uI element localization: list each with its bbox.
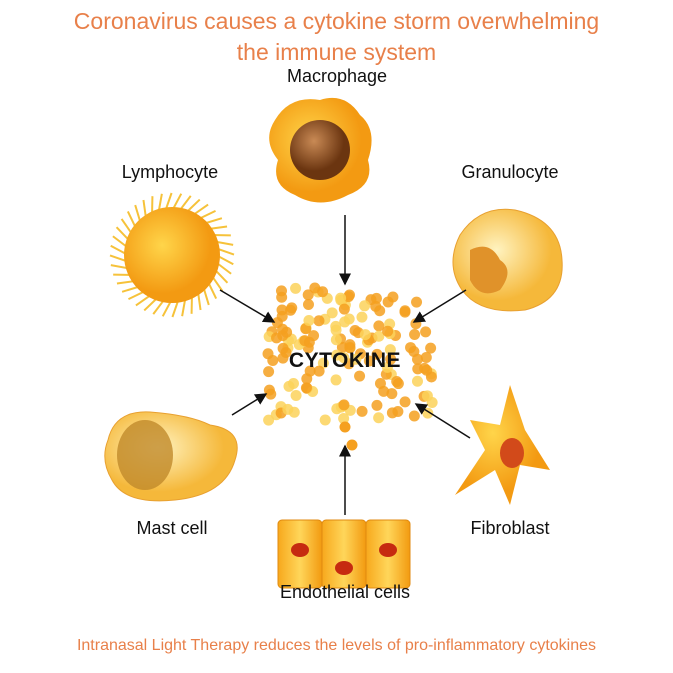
cytokine-dot bbox=[381, 361, 393, 373]
cytokine-dot bbox=[399, 306, 411, 318]
cytokine-dot bbox=[420, 326, 432, 338]
cytokine-dot bbox=[288, 406, 300, 418]
cytokine-dot bbox=[283, 380, 295, 392]
cytokine-dot bbox=[387, 291, 399, 303]
cytokine-dot bbox=[338, 352, 350, 364]
cytokine-dot bbox=[371, 348, 383, 360]
title-line-1: Coronavirus causes a cytokine storm over… bbox=[73, 8, 600, 34]
cytokine-dot bbox=[271, 317, 283, 329]
mast-cell bbox=[104, 411, 238, 502]
label-endothelial: Endothelial cells bbox=[279, 582, 411, 602]
cytokine-dot bbox=[326, 307, 338, 319]
cytokine-dot bbox=[290, 389, 302, 401]
cytokine-dot bbox=[338, 399, 350, 411]
label-macrophage: Macrophage bbox=[286, 66, 388, 86]
cytokine-dot bbox=[419, 362, 431, 374]
cytokine-dot bbox=[302, 289, 314, 301]
cytokine-dot bbox=[409, 329, 421, 341]
cytokine-dot bbox=[354, 370, 366, 382]
cytokine-dot bbox=[412, 353, 424, 365]
cytokine-dot bbox=[299, 335, 311, 347]
granulocyte-cell bbox=[452, 208, 563, 312]
cytokine-dot bbox=[359, 300, 371, 312]
cytokine-dot bbox=[359, 329, 371, 341]
cytokine-dot bbox=[373, 320, 385, 332]
label-fibroblast: Fibroblast bbox=[470, 518, 550, 538]
cytokine-dot bbox=[391, 376, 403, 388]
cytokine-dot bbox=[302, 298, 314, 310]
cytokine-dot bbox=[421, 390, 433, 402]
cytokine-dot bbox=[313, 365, 325, 377]
cytokine-dot bbox=[290, 282, 302, 294]
cytokine-dot bbox=[262, 348, 274, 360]
cytokine-dot bbox=[300, 382, 312, 394]
cytokine-dot bbox=[384, 344, 396, 356]
cytokine-dot bbox=[356, 311, 368, 323]
cytokine-dot bbox=[330, 374, 342, 386]
cytokine-dot bbox=[349, 325, 361, 337]
footer-text: Intranasal Light Therapy reduces the lev… bbox=[76, 637, 597, 654]
macrophage-cell bbox=[269, 97, 372, 203]
cytokine-dot bbox=[382, 325, 394, 337]
cytokine-cluster bbox=[262, 282, 438, 451]
cytokine-dot bbox=[363, 355, 375, 367]
cytokine-dot bbox=[276, 291, 288, 303]
cytokine-dot bbox=[339, 316, 351, 328]
cytokine-dot bbox=[344, 342, 356, 354]
cytokine-dot bbox=[408, 410, 420, 422]
cytokine-dot bbox=[411, 296, 423, 308]
cytokine-dot bbox=[339, 421, 351, 433]
cytokine-dot bbox=[346, 439, 358, 451]
cytokine-dot bbox=[371, 399, 383, 411]
cytokine-dot bbox=[399, 396, 411, 408]
cytokine-dot bbox=[263, 366, 275, 378]
cytokine-dot bbox=[411, 375, 423, 387]
cytokine-dot bbox=[263, 414, 275, 426]
lymphocyte-cell bbox=[109, 192, 235, 318]
cytokine-dot bbox=[405, 342, 417, 354]
label-granulocyte: Granulocyte bbox=[461, 162, 559, 182]
cytokine-dot bbox=[319, 414, 331, 426]
cytokine-dot bbox=[265, 388, 277, 400]
cytokine-dot bbox=[420, 351, 432, 363]
arrows bbox=[219, 215, 471, 515]
cytokine-dot bbox=[425, 342, 437, 354]
cytokine-dot bbox=[374, 305, 386, 317]
cytokine-dot bbox=[277, 342, 289, 354]
cytokine-dot bbox=[309, 282, 321, 294]
cytokine-dot bbox=[330, 334, 342, 346]
title-line-2: the immune system bbox=[236, 39, 437, 65]
cytokine-dot bbox=[338, 303, 350, 315]
cytokine-dot bbox=[386, 407, 398, 419]
cytokine-dot bbox=[303, 314, 315, 326]
cytokine-dot bbox=[410, 318, 422, 330]
label-lymphocyte: Lymphocyte bbox=[121, 162, 219, 182]
cytokine-dot bbox=[277, 352, 289, 364]
endothelial-cells bbox=[277, 519, 411, 589]
cytokine-dot bbox=[350, 353, 362, 365]
cytokine-dot bbox=[335, 292, 347, 304]
cytokine-dot bbox=[286, 302, 298, 314]
fibroblast-cell bbox=[455, 385, 550, 505]
cytokine-dot bbox=[308, 330, 320, 342]
cytokine-dot bbox=[330, 324, 342, 336]
cytokine-dot bbox=[373, 412, 385, 424]
cytokine-label: CYTOKINE bbox=[288, 349, 402, 372]
title: Coronavirus causes a cytokine storm over… bbox=[0, 6, 673, 68]
cytokine-dot bbox=[304, 365, 316, 377]
cytokine-dot bbox=[300, 323, 312, 335]
cytokine-dot bbox=[378, 385, 390, 397]
cytokine-dot bbox=[281, 326, 293, 338]
label-mast-cell: Mast cell bbox=[136, 518, 208, 538]
cytokine-dot bbox=[385, 353, 397, 365]
cytokine-dot bbox=[313, 315, 325, 327]
cytokine-dot bbox=[373, 330, 385, 342]
cytokine-dot bbox=[338, 413, 350, 425]
cytokine-dot bbox=[356, 405, 368, 417]
